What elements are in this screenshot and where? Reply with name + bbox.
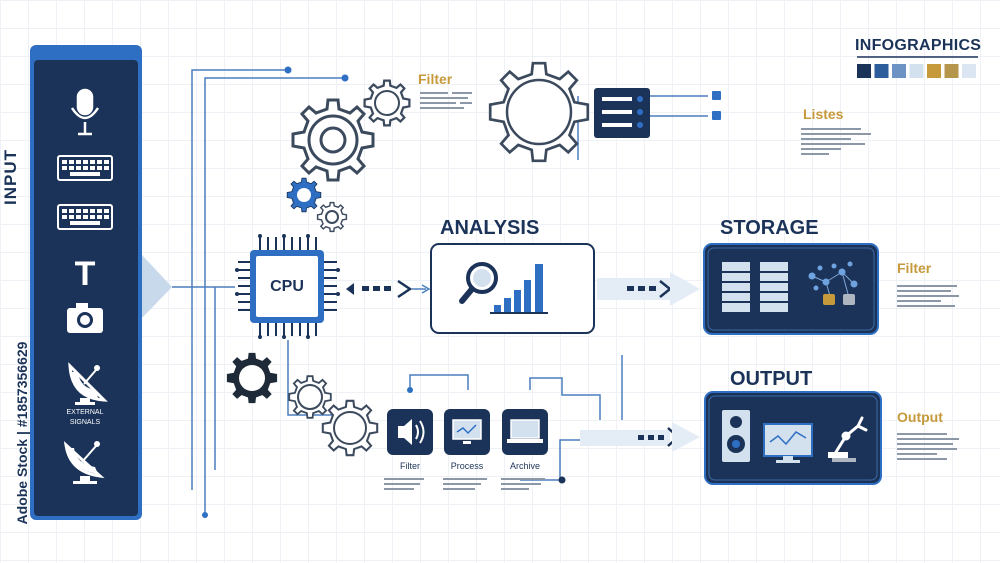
external-signals-label-line1: EXTERNAL	[67, 409, 104, 416]
infographics-title: INFOGRAPHICS	[855, 37, 982, 54]
output-title: OUTPUT	[730, 368, 813, 390]
robot-arm-icon	[828, 416, 868, 458]
microphone-icon	[70, 88, 100, 136]
text-icon: T	[75, 255, 96, 293]
color-swatch	[944, 64, 959, 78]
lists-label: Listes	[803, 106, 844, 122]
analysis-box	[430, 243, 595, 334]
speaker-box-icon	[722, 410, 750, 462]
process-row-archive-label: Archive	[509, 461, 540, 471]
storage-box	[703, 243, 879, 335]
display-icon	[763, 423, 813, 463]
analysis-title: ANALYSIS	[440, 217, 540, 239]
gear-icon	[288, 375, 332, 419]
top-filter-label: Filter	[418, 71, 453, 87]
process-row-process-label: Process	[450, 461, 484, 471]
satellite-dish-icon	[68, 362, 108, 405]
stock-id-watermark: Adobe Stock | #1857356629	[14, 341, 30, 525]
magnifier-icon	[459, 262, 498, 304]
input-title: INPUT	[1, 149, 20, 205]
monitor-tile	[444, 409, 490, 455]
color-swatch	[874, 64, 889, 78]
color-swatch	[927, 64, 941, 78]
speaker-tile	[387, 409, 433, 455]
keyboard-icon	[57, 204, 113, 230]
svg-text:T: T	[75, 255, 96, 293]
server-icon	[722, 262, 788, 312]
cpu-analysis-arrow	[346, 279, 431, 299]
robot-arm-base	[832, 458, 856, 462]
analysis-storage-arrow	[597, 272, 700, 306]
external-signals-label-line2: SIGNALS	[70, 419, 101, 426]
keyboard-icon	[57, 155, 113, 181]
color-swatches	[857, 64, 976, 78]
camera-icon	[67, 303, 103, 333]
gear-icon	[363, 79, 411, 127]
cpu-chip	[235, 234, 340, 339]
input-panel	[30, 45, 172, 520]
color-swatch	[909, 64, 924, 78]
output-box	[704, 391, 882, 485]
color-swatch	[962, 64, 976, 78]
gear-icon	[291, 98, 375, 182]
storage-title: STORAGE	[720, 217, 819, 239]
connector-lines	[172, 69, 708, 515]
placeholder-text-lines	[384, 92, 959, 490]
cpu-label: CPU	[270, 278, 304, 295]
gear-icon	[316, 201, 348, 233]
color-swatch	[892, 64, 906, 78]
gear-icon	[286, 177, 322, 213]
output-side-label: Output	[897, 409, 943, 425]
gear-icon	[488, 61, 590, 163]
bar-chart-icon	[494, 264, 543, 313]
color-swatch	[857, 64, 871, 78]
gear-icon	[226, 352, 278, 404]
process-output-arrow	[580, 422, 700, 452]
gear-icon	[321, 399, 379, 457]
network-nodes-icon	[808, 261, 858, 305]
storage-filter-label: Filter	[897, 260, 932, 276]
laptop-tile	[502, 409, 548, 455]
satellite-dish-icon	[63, 441, 105, 484]
list-card	[594, 88, 650, 138]
process-row-filter-label: Filter	[400, 461, 420, 471]
